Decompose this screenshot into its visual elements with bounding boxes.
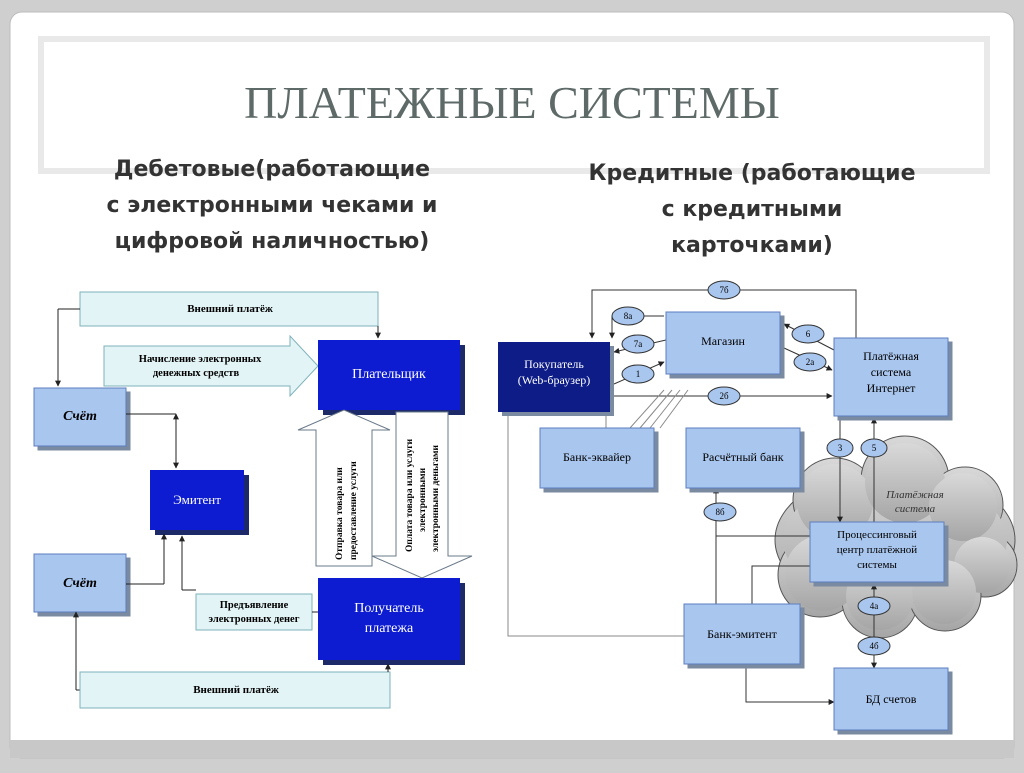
debit-heading-line: цифровой наличностью) — [115, 229, 430, 254]
acquirer-bank-label: Банк-эквайер — [563, 450, 631, 464]
account-label-1: Счёт — [63, 409, 97, 424]
step-badge — [826, 438, 854, 458]
external-payment-bottom-label: Внешний платёж — [193, 684, 279, 696]
accrual-label-line: денежных средств — [153, 368, 240, 379]
acquirer-bank-box — [539, 427, 655, 489]
issuer-box — [150, 470, 244, 530]
presentation-box — [195, 593, 313, 631]
credit-heading-line: Кредитные (работающие — [588, 161, 915, 186]
processing-center-box — [809, 521, 945, 583]
shipping-label-line: Отправка товара или — [335, 467, 345, 560]
external-payment-top-box — [79, 291, 379, 327]
page-title: ПЛАТЕЖНЫЕ СИСТЕМЫ — [244, 77, 780, 128]
payment-arrow — [371, 411, 473, 579]
buyer-label-line: Покупатель — [524, 357, 584, 371]
account-box-1 — [33, 387, 127, 447]
credit-heading-line: карточками) — [671, 233, 833, 258]
buyer-label-line: (Web-браузер) — [518, 373, 591, 387]
step-label: 7б — [719, 285, 729, 295]
buyer-box — [498, 342, 610, 412]
processing-label-line: Процессинговый — [837, 529, 917, 541]
settlement-bank-label: Расчётный банк — [702, 450, 783, 464]
shipping-label-line: предоставление услуги — [349, 461, 359, 560]
issuer-bank-label: Банк-эмитент — [707, 627, 778, 641]
step-badge — [860, 438, 888, 458]
recipient-label-line: Получатель — [354, 601, 424, 616]
credit-heading-line: с кредитными — [662, 197, 843, 222]
recipient-box — [318, 578, 460, 660]
account-box-2 — [33, 553, 127, 613]
step-badge — [857, 636, 891, 656]
step-label: 3 — [838, 443, 843, 453]
step-badge — [621, 364, 655, 384]
cloud-label-line: Платёжная — [885, 489, 944, 501]
settlement-bank-box — [685, 427, 801, 489]
payment-label-line: электронными — [418, 467, 428, 532]
processing-label-line: центр платёжной — [837, 544, 917, 556]
step-badge — [703, 502, 737, 522]
internet-system-label-line: Интернет — [867, 381, 916, 395]
step-label: 2б — [719, 391, 729, 401]
internet-system-label-line: система — [871, 365, 912, 379]
external-payment-top-label: Внешний платёж — [187, 303, 273, 315]
accounts-db-label: БД счетов — [866, 692, 917, 706]
payment-label-line: Оплата товара или услуги — [405, 438, 415, 552]
step-badge — [793, 352, 827, 372]
step-label: 8а — [624, 311, 633, 321]
credit-diagram: Платёжная система — [488, 268, 1018, 740]
step-label: 1 — [636, 369, 641, 379]
shipping-arrow — [297, 409, 391, 567]
step-badge — [707, 386, 741, 406]
step-label: 7а — [634, 339, 643, 349]
recipient-label-line: платежа — [365, 621, 414, 636]
debit-diagram: Внешний платёж Начисление электронных де… — [12, 268, 486, 740]
payment-label-line: электронными деньгами — [431, 444, 441, 552]
step-label: 8б — [715, 507, 725, 517]
credit-heading: Кредитные (работающие с кредитными карто… — [588, 161, 915, 258]
step-badge — [857, 596, 891, 616]
presentation-label-line: Предъявление — [220, 600, 289, 611]
processing-label-line: системы — [857, 559, 897, 571]
cloud-label-line: система — [895, 503, 936, 515]
payer-box — [318, 340, 460, 410]
accrual-arrow — [103, 334, 319, 398]
external-payment-bottom-box — [79, 671, 391, 709]
account-label-2: Счёт — [63, 576, 97, 591]
step-badge — [791, 324, 825, 344]
payer-label: Плательщик — [352, 367, 426, 382]
step-badge — [707, 280, 741, 300]
step-label: 2а — [806, 357, 815, 367]
step-label: 4б — [869, 641, 879, 651]
accounts-db-box — [833, 667, 949, 731]
debit-heading-line: с электронными чеками и — [107, 193, 438, 218]
step-label: 6 — [806, 329, 811, 339]
issuer-label: Эмитент — [173, 492, 221, 507]
step-label: 4а — [870, 601, 879, 611]
step-badge — [611, 306, 645, 326]
debit-heading-line: Дебетовые(работающие — [114, 157, 430, 182]
presentation-label-line: электронных денег — [209, 614, 300, 625]
step-badge — [621, 334, 655, 354]
step-label: 5 — [872, 443, 877, 453]
internet-payment-system-box — [833, 337, 949, 417]
internet-system-label-line: Платёжная — [863, 349, 919, 363]
shop-label: Магазин — [701, 334, 745, 348]
issuer-bank-box — [683, 603, 801, 665]
shop-box — [665, 311, 781, 375]
debit-heading: Дебетовые(работающие с электронными чека… — [107, 157, 438, 254]
accrual-label-line: Начисление электронных — [139, 354, 262, 365]
